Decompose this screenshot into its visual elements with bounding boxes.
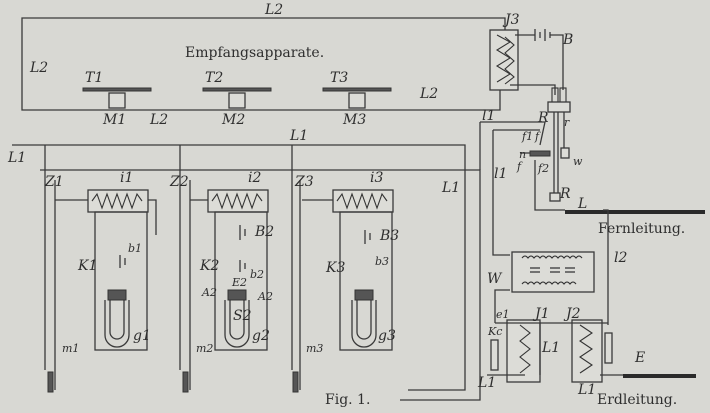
label-l1: l1 [482,108,495,124]
capacitor-box-W [494,209,609,325]
label-M3: M3 [342,112,366,128]
relay-R [480,87,571,211]
transformer-J3 [489,29,564,95]
label-Z2: Z2 [169,174,189,190]
label-b2: b2 [250,268,264,281]
label-m2: m2 [196,342,213,355]
label-B: B [562,32,573,48]
bus-L1 [12,122,510,401]
label-m3: m3 [306,342,323,355]
long-line-label: Fernleitung. [598,221,685,237]
label-L1: L1 [441,180,460,196]
label-f2: f2 [537,162,549,175]
label-B3: B3 [379,228,399,244]
label-L2: L2 [29,60,48,76]
label-L: L [577,196,587,212]
label-R: R [537,110,549,126]
receiver-loop-L2 [21,17,506,111]
label-K1: K1 [77,258,97,274]
label-M1: M1 [102,112,126,128]
label-A2: A2 [201,286,217,299]
label-f: f [516,160,523,173]
label-S2: S2 [233,308,252,324]
label-T3: T3 [330,70,348,86]
label-g3: g3 [378,328,396,344]
receivers [82,87,392,109]
label-K3: K3 [325,260,345,276]
detector-units [47,180,394,393]
label-M2: M2 [221,112,245,128]
figure-caption: Fig. 1. [325,392,370,408]
label-L1: L1 [577,382,596,398]
label-L1: L1 [477,375,496,391]
label-B2: B2 [254,224,274,240]
earth-line-label: Erdleitung. [597,392,677,408]
label-Z1: Z1 [44,174,64,190]
label-f1: f1 [521,130,533,143]
label-L1: L1 [289,128,308,144]
label-L2: L2 [264,2,283,18]
label-Z3: Z3 [294,174,314,190]
label-T2: T2 [205,70,223,86]
label-J2: J2 [563,306,581,322]
label-A2: A2 [257,290,273,303]
label-b3: b3 [375,255,389,268]
label-E2: E2 [231,276,247,289]
label-W: W [487,271,503,287]
label-Kc: Kc [487,325,502,338]
label-m1: m1 [62,342,79,355]
label-r: r [564,116,570,129]
label-i3: i3 [370,170,383,186]
label-R: R [559,186,571,202]
label-L1: L1 [7,150,26,166]
label-l1: l1 [494,166,507,182]
label-i2: i2 [248,170,261,186]
label-i1: i1 [120,170,133,186]
label-K2: K2 [199,258,219,274]
label-E: E [634,350,645,366]
transformers-J1-J2 [487,319,630,383]
receivers-title: Empfangsapparate. [185,45,324,61]
label-L2: L2 [419,86,438,102]
label-T1: T1 [85,70,103,86]
label-l2: l2 [614,250,627,266]
label-g1: g1 [133,328,151,344]
label-J3: J3 [502,12,520,28]
label-e1: e1 [496,308,510,321]
label-J1: J1 [532,306,550,322]
label-w: w [573,155,583,168]
label-L2: L2 [149,112,168,128]
label-b1: b1 [128,242,142,255]
label-L1: L1 [541,340,560,356]
label-f: f [534,130,541,143]
label-g2: g2 [252,328,270,344]
label-n: n [519,148,526,161]
